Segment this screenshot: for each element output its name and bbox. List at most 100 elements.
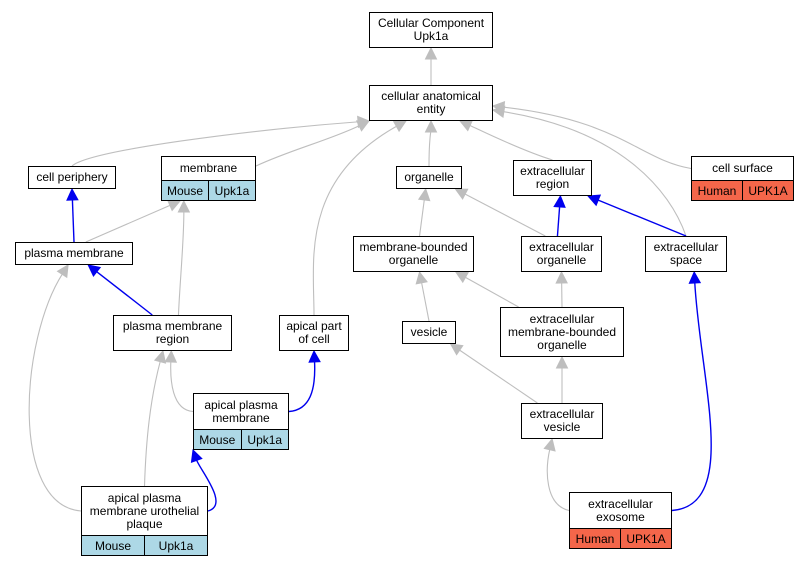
edge-cellsurf-to-cae xyxy=(491,100,692,170)
edge-exves-to-vesicle xyxy=(449,343,538,404)
node-label: cell periphery xyxy=(29,167,115,188)
node-label-line: vesicle xyxy=(410,325,448,339)
edge-line xyxy=(195,459,217,512)
gene-badge[interactable]: Upk1a xyxy=(240,430,288,449)
species-badge[interactable]: Human xyxy=(692,181,742,200)
edge-arrowhead xyxy=(355,120,371,132)
gene-badge[interactable]: UPK1A xyxy=(620,529,671,548)
node-label-line: vesicle xyxy=(543,420,581,434)
species-badge[interactable]: Human xyxy=(570,529,620,548)
node-label-line: of cell xyxy=(298,332,330,346)
node-organelle[interactable]: organelle xyxy=(396,166,462,189)
node-label-line: cell periphery xyxy=(36,170,108,184)
edge-exosome-to-exves xyxy=(543,437,570,512)
edge-line xyxy=(85,204,172,243)
edge-line xyxy=(143,360,161,487)
species-badge[interactable]: Mouse xyxy=(162,181,208,200)
edge-arrowhead xyxy=(587,194,602,207)
gene-badge[interactable]: Upk1a xyxy=(208,181,255,200)
node-label: vesicle xyxy=(403,322,455,343)
edge-arrowhead xyxy=(153,349,167,364)
edge-arrowhead xyxy=(454,271,469,284)
edge-arrowhead xyxy=(66,187,79,201)
edge-arrowhead xyxy=(553,194,566,208)
node-label-line: apical plasma xyxy=(107,490,182,505)
node-vesicle[interactable]: vesicle xyxy=(402,321,456,344)
node-label-line: cell surface xyxy=(712,161,773,175)
node-label-line: plaque xyxy=(126,516,163,531)
node-label-line: exosome xyxy=(596,509,645,524)
gene-badge[interactable]: Upk1a xyxy=(144,536,207,555)
edge-arrowhead xyxy=(491,100,506,114)
edge-line xyxy=(177,210,185,316)
edge-line xyxy=(468,124,553,161)
edge-arrowhead xyxy=(177,199,191,213)
edge-line xyxy=(428,130,432,167)
species-badge[interactable]: Mouse xyxy=(194,430,241,449)
edge-apmup-to-plasmamem xyxy=(28,264,82,512)
edge-exreg-to-cae xyxy=(458,119,553,161)
edge-apmup-to-pmr xyxy=(143,349,167,487)
edge-arrowhead xyxy=(555,355,569,369)
species-badge[interactable]: Mouse xyxy=(82,536,144,555)
edge-apmup-to-apm xyxy=(190,448,217,512)
edge-arrowhead xyxy=(392,120,407,133)
edge-line xyxy=(28,273,82,512)
edge-pmr-to-plasmamem xyxy=(87,264,153,316)
edge-line xyxy=(419,198,425,237)
node-label-line: organelle xyxy=(388,253,439,267)
node-label-line: extracellular xyxy=(529,311,595,326)
node-plasmamem[interactable]: plasma membrane xyxy=(15,242,133,265)
edge-line xyxy=(420,281,430,322)
edge-exves-to-exmbo xyxy=(555,355,569,403)
edge-line xyxy=(671,281,712,512)
node-label-line: cellular anatomical xyxy=(381,89,481,103)
edge-arrowhead xyxy=(458,119,474,132)
edge-arrowhead xyxy=(56,264,69,279)
edge-plasmamem-to-membrane xyxy=(85,199,182,243)
node-label-line: apical part xyxy=(286,319,342,333)
edge-arrowhead xyxy=(308,349,321,363)
edge-arrowhead xyxy=(449,343,464,356)
edge-exspace-to-exreg xyxy=(587,194,687,237)
edge-apm-to-apicalpart xyxy=(288,349,321,413)
edge-line xyxy=(95,270,153,316)
node-label-line: membrane urothelial xyxy=(89,503,200,518)
node-label-line: organelle xyxy=(404,170,454,184)
edge-line xyxy=(71,198,75,243)
node-label: plasma membrane xyxy=(16,243,132,264)
edge-line xyxy=(502,106,692,170)
edge-arrowhead xyxy=(166,199,182,212)
edge-cae-to-root xyxy=(424,46,438,85)
edge-line xyxy=(458,349,538,404)
node-label-line: region xyxy=(535,177,570,191)
gene-badge[interactable]: UPK1A xyxy=(742,181,793,200)
node-cellperiph[interactable]: cell periphery xyxy=(28,166,116,189)
